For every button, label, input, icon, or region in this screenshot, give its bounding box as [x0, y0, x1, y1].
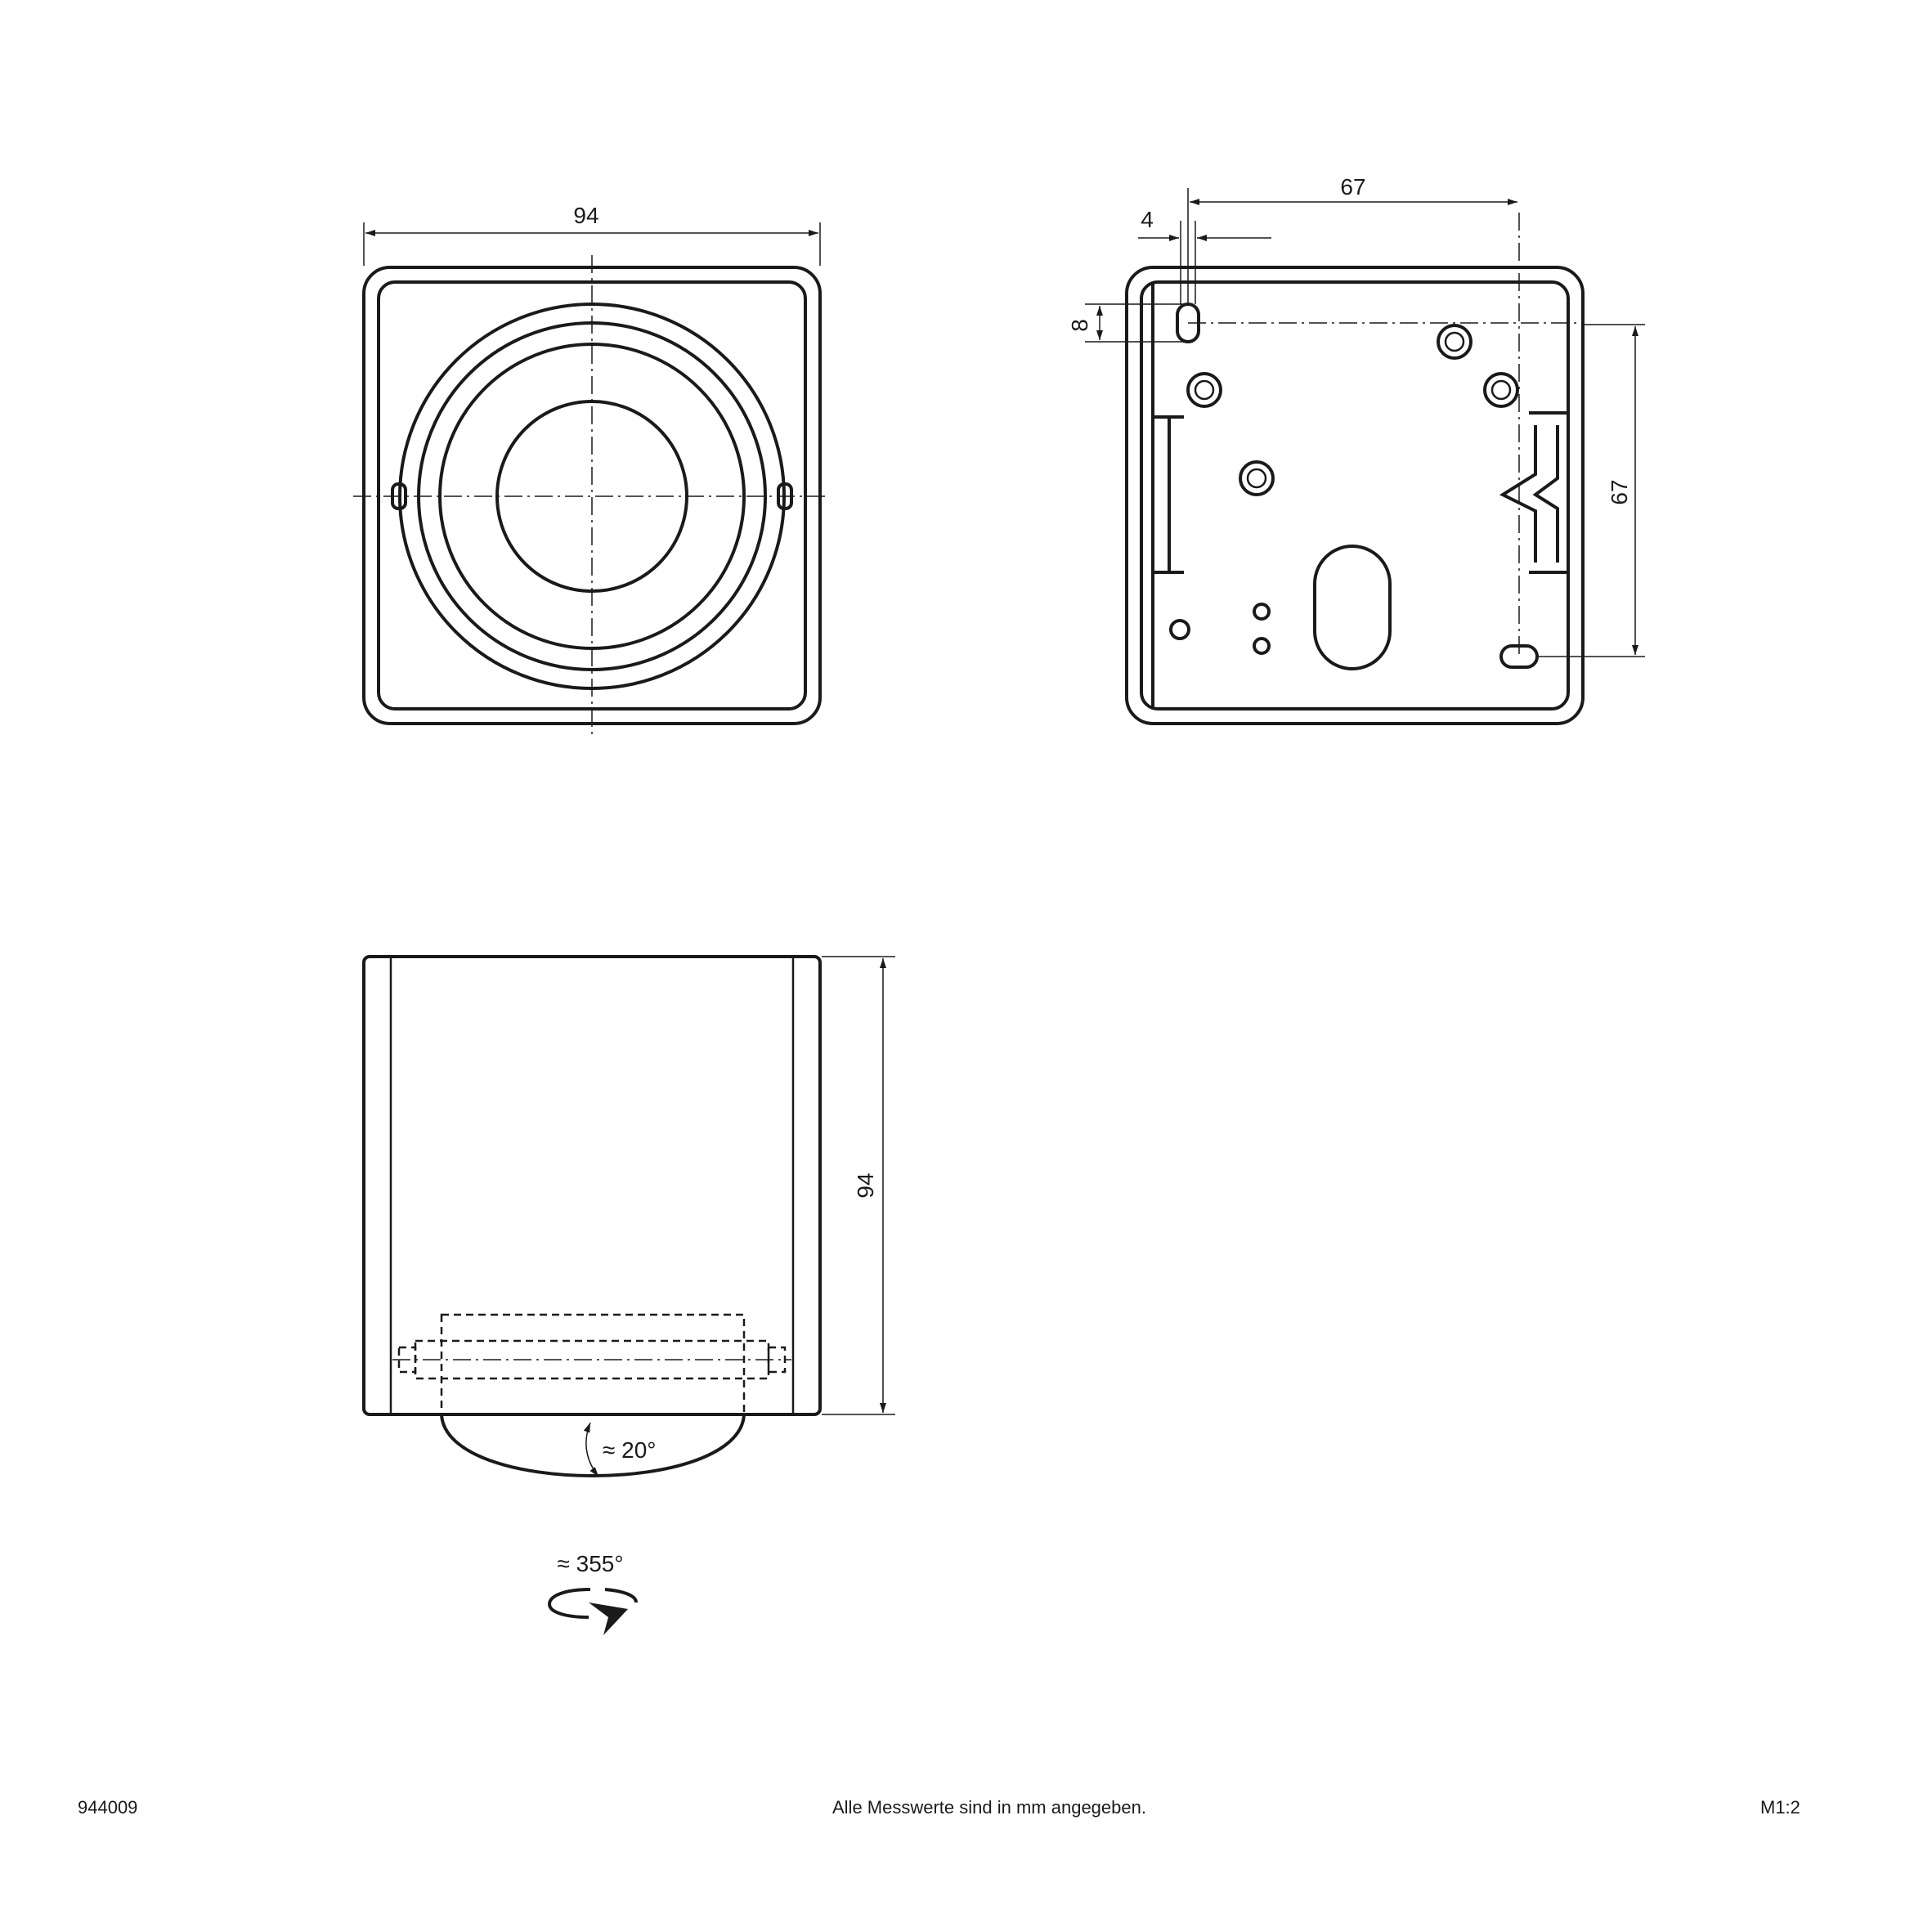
side-94-label: 94: [853, 1172, 878, 1198]
side-hidden-body: [440, 1313, 746, 1416]
back-67h-label: 67: [1340, 174, 1365, 199]
side-lens-protrusion: [440, 1414, 746, 1477]
side-tilt-arc: [583, 1422, 599, 1477]
rotation-angle-label: ≈ 355°: [557, 1551, 623, 1576]
back-hole-small-3: [1253, 637, 1271, 655]
front-width-label: 94: [573, 203, 598, 228]
back-cable-entry: [1313, 545, 1392, 670]
article-number: 944009: [78, 1797, 138, 1818]
measurement-note: Alle Messwerte sind in mm angegeben.: [832, 1797, 1146, 1818]
side-tilt-label: ≈ 20°: [603, 1437, 657, 1463]
back-housing-inner: [1140, 280, 1570, 710]
back-left-rail: [1151, 282, 1184, 709]
back-screw-boss-3: [1483, 372, 1519, 408]
back-housing-outer: [1125, 266, 1585, 725]
back-4-label: 4: [1141, 207, 1154, 232]
back-screw-boss-1: [1437, 324, 1473, 360]
front-ring-middle: [417, 321, 767, 671]
back-67v-label: 67: [1607, 479, 1632, 504]
rotation-indicator: ≈ 355°: [547, 1551, 638, 1635]
side-housing-outline: [362, 955, 822, 1416]
front-view: 94: [353, 203, 830, 737]
back-screw-boss-4: [1239, 460, 1275, 496]
back-8-label: 8: [1067, 319, 1092, 332]
back-view: 67 4 8 67: [1067, 174, 1645, 725]
back-hole-small-2: [1253, 603, 1271, 621]
back-right-clip: [1499, 411, 1568, 574]
side-view: ≈ 20° 94: [362, 955, 895, 1477]
back-hole-small-1: [1169, 619, 1190, 640]
rotation-arrowhead-icon: [589, 1603, 628, 1635]
side-hidden-pivot-right: [767, 1346, 787, 1374]
back-screw-boss-2: [1186, 372, 1222, 408]
scale-label: M1:2: [1760, 1797, 1800, 1818]
rotation-arrow-icon: [547, 1588, 591, 1619]
rotation-arrow-tail: [604, 1588, 638, 1603]
